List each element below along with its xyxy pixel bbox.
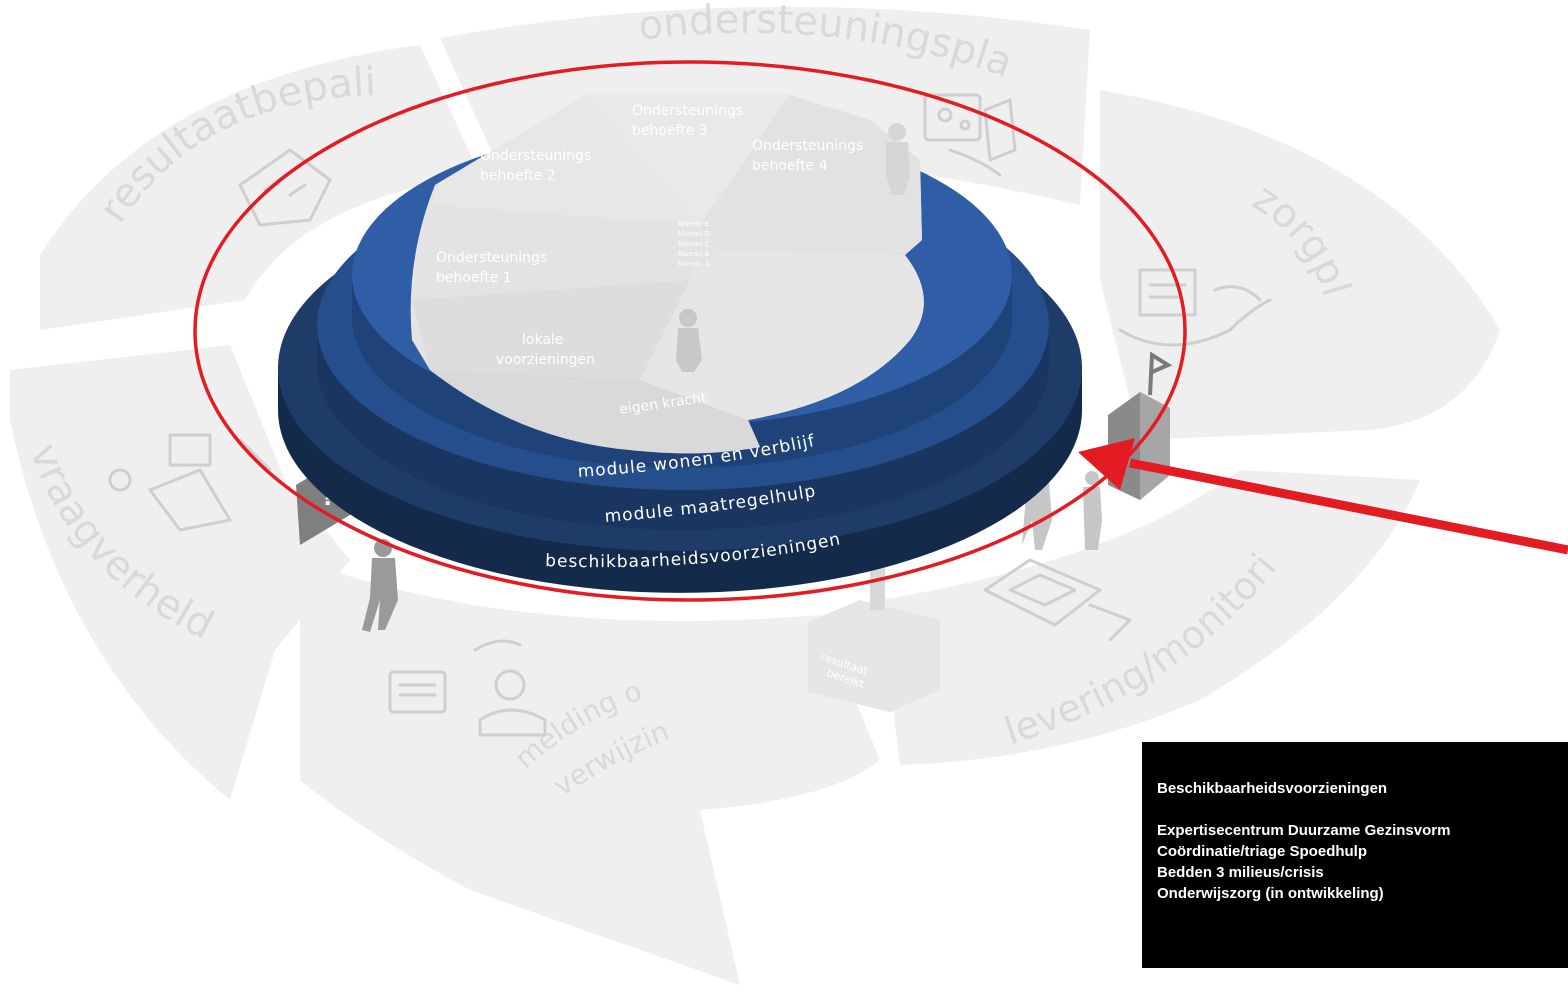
slice-behoefte-1 [412,205,700,300]
slice-core-right [640,250,924,420]
level-label-a: Niveau A [678,260,710,268]
slice-label-behoefte-3-line-1: Ondersteunings [632,103,743,119]
support-platform [410,95,924,454]
highlight-ellipse [193,60,1187,602]
slice-lokale-voorzieningen [412,280,690,380]
info-box-item: Coördinatie/triage Spoedhulp [1157,843,1368,860]
slice-behoefte-4 [700,95,922,255]
segment-vraagverheldering [10,345,350,800]
slice-behoefte-3 [585,95,790,225]
center-person [676,309,702,372]
slice-label-behoefte-1-line-2: behoefte 1 [436,270,512,286]
monitoring-icon [983,558,1132,642]
level-label-c: Niveau C [678,240,710,248]
slice-eigen-kracht [430,370,760,454]
slice-label-lokale-line-1: lokale [522,332,563,348]
slice-label-behoefte-4-line-2: behoefte 4 [752,158,828,174]
referral-icon [388,639,547,737]
result-box: resultaat bereikt [808,565,940,712]
segment-levering-monitoring [880,470,1420,765]
info-box: Beschikbaarheidsvoorzieningen Expertisec… [1142,742,1568,968]
level-label-b: Niveau B [678,250,710,258]
slice-label-behoefte-2-line-1: Ondersteunings [480,148,591,164]
slice-label-behoefte-1-line-1: Ondersteunings [436,250,547,266]
red-arrow [1078,438,1568,555]
segment-zorgplan [1100,90,1500,440]
info-box-item: Bedden 3 milieus/crisis [1157,864,1324,881]
segment-resultaatbepaling [40,45,480,330]
care-plan-icon [1118,268,1272,347]
slice-label-behoefte-3-line-2: behoefte 3 [632,123,708,139]
plan-icon [923,93,1017,177]
level-label-d: Niveau D [678,230,710,238]
info-box-item: Expertisecentrum Duurzame Gezinsvorm [1157,822,1451,839]
slice-behoefte-2 [435,95,700,225]
segment-melding-of-verwijzing [300,560,880,985]
standing-person [886,123,910,195]
question-icon [108,433,272,532]
info-box-title: Beschikbaarheidsvoorzieningen [1157,780,1388,797]
slice-label-behoefte-2-line-2: behoefte 2 [480,168,556,184]
level-labels: Niveau E Niveau D Niveau C Niveau B Nive… [678,220,710,268]
slice-label-lokale-line-2: voorzieningen [496,352,595,368]
slice-label-behoefte-4-line-1: Ondersteunings [752,138,863,154]
level-label-e: Niveau E [678,220,709,228]
info-box-item: Onderwijszorg (in ontwikkeling) [1157,885,1384,902]
